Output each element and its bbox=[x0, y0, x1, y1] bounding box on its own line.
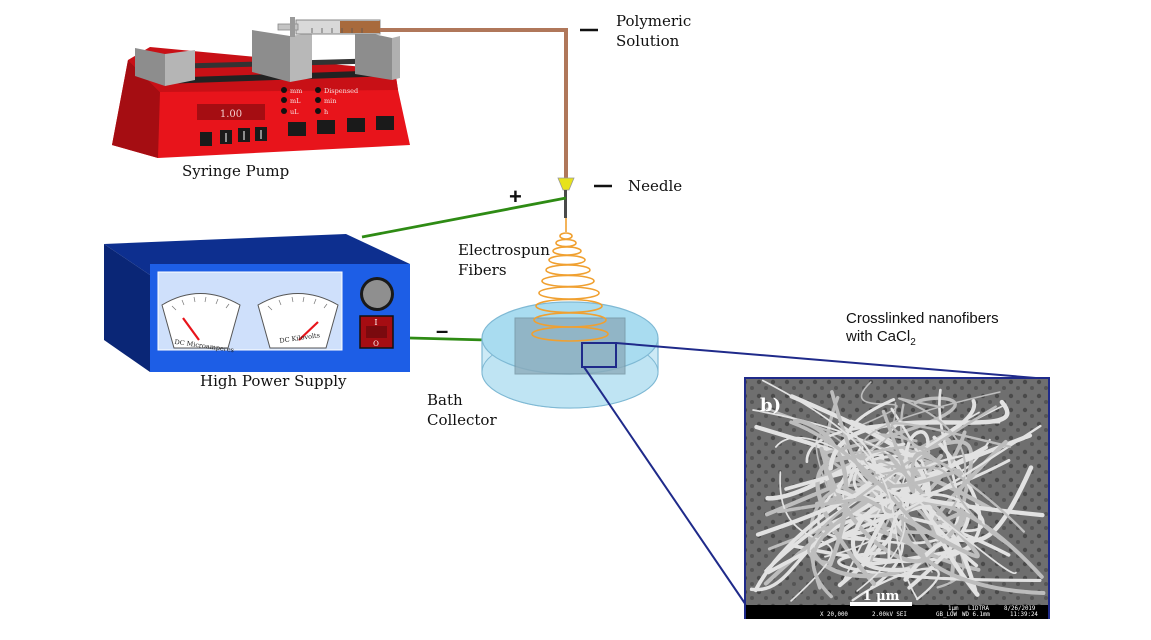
syringe-pump: 1.00 mm mL uL Dispensed min h bbox=[112, 17, 410, 158]
label-high-power-supply: High Power Supply bbox=[200, 372, 347, 390]
collector-plate bbox=[514, 317, 626, 375]
label-arrows bbox=[580, 28, 612, 188]
sem-date: 8/26/2019 bbox=[1004, 606, 1036, 612]
sem-fiber-network bbox=[749, 379, 1046, 602]
label-fibers: Fibers bbox=[458, 261, 507, 279]
zoom-region bbox=[581, 342, 617, 368]
zoom-indicator bbox=[581, 342, 1049, 606]
pump-display-value: 1.00 bbox=[220, 109, 242, 120]
sem-scale-text: 1μm bbox=[948, 606, 959, 612]
sem-voltage: 2.00kV SEI bbox=[872, 612, 907, 618]
sem-fiber bbox=[851, 567, 940, 602]
electrospun-fibers bbox=[531, 217, 609, 342]
power-switch-rocker bbox=[366, 326, 387, 338]
pump-unit-label: uL bbox=[290, 108, 299, 116]
sem-fiber bbox=[828, 399, 1010, 471]
switch-off-label: O bbox=[373, 340, 379, 348]
label-crosslinked: Crosslinked nanofibers bbox=[846, 310, 999, 327]
label-needle: Needle bbox=[628, 177, 683, 195]
sem-time: 11:39:24 bbox=[1010, 612, 1038, 618]
pump-unit-dots bbox=[281, 87, 321, 114]
pump-clamp bbox=[355, 30, 392, 80]
label-with-cacl-text: with CaCl bbox=[846, 328, 911, 345]
sem-fiber bbox=[830, 390, 961, 488]
high-power-supply: DC Microamperes DC Kilovolts I O bbox=[104, 234, 410, 372]
bath-collector bbox=[481, 301, 659, 409]
sem-panel-label: b) bbox=[760, 395, 781, 416]
meter-kilovolts bbox=[257, 293, 339, 349]
pump-unit-label: mm bbox=[290, 87, 302, 95]
meter-needle bbox=[182, 317, 200, 341]
pump-arrow-marks bbox=[225, 130, 262, 142]
pump-side-face bbox=[112, 60, 160, 158]
sem-fiber bbox=[776, 497, 870, 599]
sem-fiber bbox=[789, 420, 932, 549]
pump-carriage bbox=[290, 33, 312, 82]
pump-carriage bbox=[252, 30, 290, 82]
sem-fiber bbox=[835, 445, 931, 463]
sem-micrograph: b) 1 μm X 20,000 2.00kV SEI 1μm GB_LOW L… bbox=[744, 377, 1050, 619]
label-solution: Solution bbox=[616, 32, 680, 50]
sem-mode: GB_LOW bbox=[936, 612, 957, 618]
sem-fiber bbox=[890, 422, 1025, 533]
sem-fiber bbox=[904, 430, 979, 568]
sem-lab: LIDTRA bbox=[968, 606, 989, 612]
sem-fiber bbox=[837, 422, 1042, 516]
sem-fiber bbox=[775, 436, 1017, 574]
label-polymeric: Polymeric bbox=[616, 12, 692, 30]
switch-on-label: I bbox=[374, 318, 377, 327]
needle bbox=[557, 177, 575, 218]
meter-needle bbox=[298, 321, 319, 341]
positive-sign: + bbox=[509, 184, 522, 209]
pump-unit-label: h bbox=[324, 108, 328, 116]
syringe-solution bbox=[340, 21, 380, 33]
pump-unit-label: min bbox=[324, 97, 336, 105]
sem-fiber bbox=[807, 405, 997, 564]
pump-clamp bbox=[392, 36, 400, 80]
pump-unit-label: Dispensed bbox=[324, 87, 358, 95]
meter-microamperes bbox=[161, 293, 241, 349]
sem-fiber bbox=[761, 379, 918, 600]
label-with-cacl2: with CaCl2 bbox=[846, 327, 916, 353]
negative-sign: – bbox=[436, 318, 449, 343]
pump-display bbox=[197, 104, 265, 120]
supply-knob-face bbox=[363, 280, 391, 308]
sem-fiber bbox=[851, 497, 978, 593]
label-subscript: 2 bbox=[910, 337, 916, 348]
sem-scale-bar bbox=[850, 602, 912, 606]
label-electrospun: Electrospun bbox=[458, 241, 550, 259]
label-bath: Bath bbox=[427, 391, 463, 409]
negative-wire bbox=[409, 336, 487, 342]
label-syringe-pump: Syringe Pump bbox=[182, 162, 290, 180]
sem-working-distance: WD 6.1mm bbox=[962, 612, 990, 618]
pump-end-block bbox=[165, 50, 195, 86]
sem-scale-label: 1 μm bbox=[863, 589, 900, 604]
supply-side-face bbox=[104, 244, 150, 372]
pump-end-block bbox=[135, 48, 165, 86]
sem-fiber bbox=[871, 466, 1007, 545]
polymer-tubing bbox=[380, 28, 568, 178]
syringe bbox=[277, 17, 381, 37]
sem-info-bar bbox=[746, 605, 1048, 619]
positive-wire bbox=[361, 196, 567, 239]
pump-unit-label: mL bbox=[290, 97, 301, 105]
sem-magnification: X 20,000 bbox=[820, 612, 848, 618]
label-collector: Collector bbox=[427, 411, 497, 429]
